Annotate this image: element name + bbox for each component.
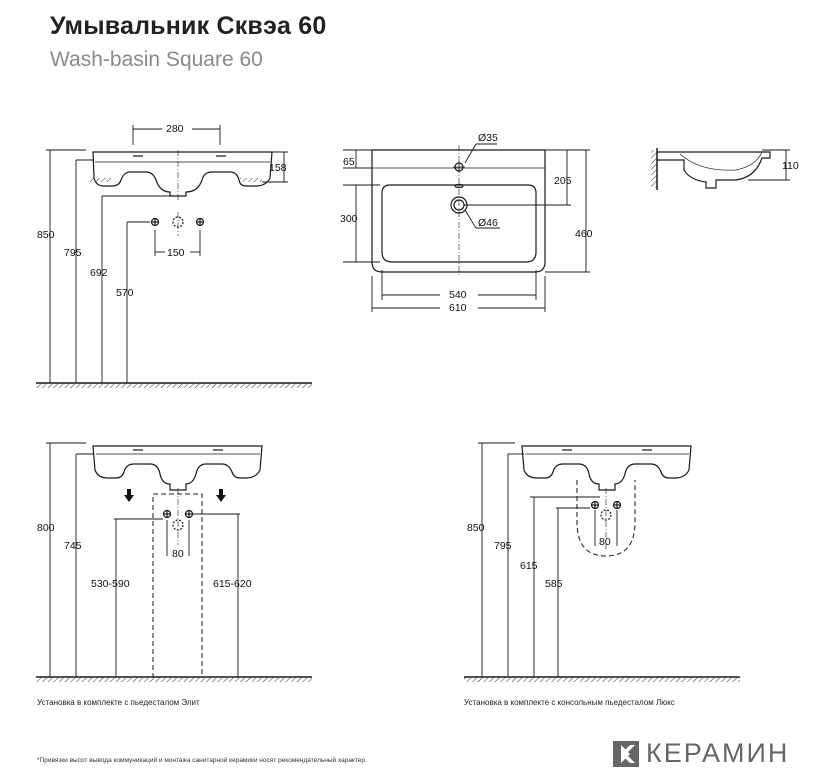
dim-530-590: 530-590 bbox=[91, 578, 130, 590]
dim-280: 280 bbox=[166, 123, 184, 135]
pedestal-lux-view bbox=[464, 442, 740, 682]
dim-300: 300 bbox=[340, 213, 358, 225]
dim-460: 460 bbox=[575, 228, 593, 240]
side-view bbox=[651, 148, 790, 190]
caption-pedestal-elit: Установка в комплекте с пьедесталом Элит bbox=[37, 698, 200, 707]
front-floor bbox=[36, 382, 312, 388]
dim-80-elit: 80 bbox=[172, 548, 184, 560]
dim-615-620: 615-620 bbox=[213, 578, 252, 590]
dim-800: 800 bbox=[37, 522, 55, 534]
brand-name: КЕРАМИН bbox=[646, 738, 790, 768]
title-english: Wash-basin Square 60 bbox=[50, 48, 263, 71]
top-view bbox=[343, 143, 590, 312]
dim-80-lux: 80 bbox=[599, 536, 611, 548]
dim-65: 65 bbox=[343, 156, 355, 168]
dim-570: 570 bbox=[116, 287, 134, 299]
dim-d46: Ø46 bbox=[478, 217, 498, 229]
brand-mark-icon bbox=[613, 740, 639, 767]
footnote: *Привязки высот вывода коммуникаций и мо… bbox=[37, 757, 367, 764]
dim-850: 850 bbox=[37, 229, 55, 241]
front-supplies bbox=[150, 212, 205, 236]
top-basin-outline bbox=[371, 145, 546, 275]
dim-745: 745 bbox=[64, 540, 82, 552]
title-russian: Умывальник Сквэа 60 bbox=[50, 12, 327, 40]
dim-205: 205 bbox=[554, 175, 572, 187]
dim-158: 158 bbox=[269, 162, 287, 174]
dim-850-lux: 850 bbox=[467, 522, 485, 534]
dim-150: 150 bbox=[167, 247, 185, 259]
pedestal-elit-view bbox=[36, 442, 312, 682]
front-view bbox=[36, 125, 312, 388]
dim-540: 540 bbox=[449, 289, 467, 301]
caption-pedestal-lux: Установка в комплекте с консольным пьеде… bbox=[464, 698, 675, 707]
dim-110: 110 bbox=[782, 160, 799, 172]
dim-d35: Ø35 bbox=[478, 132, 498, 144]
dim-795-lux: 795 bbox=[494, 540, 512, 552]
dim-585-lux: 585 bbox=[545, 578, 563, 590]
pedestal-arrows bbox=[124, 489, 226, 502]
dim-795: 795 bbox=[64, 247, 82, 259]
front-basin-outline bbox=[90, 150, 273, 200]
dim-610: 610 bbox=[449, 302, 467, 314]
dim-692: 692 bbox=[90, 267, 108, 279]
dim-615-lux: 615 bbox=[520, 560, 538, 572]
brand-logo: КЕРАМИН bbox=[612, 738, 789, 769]
